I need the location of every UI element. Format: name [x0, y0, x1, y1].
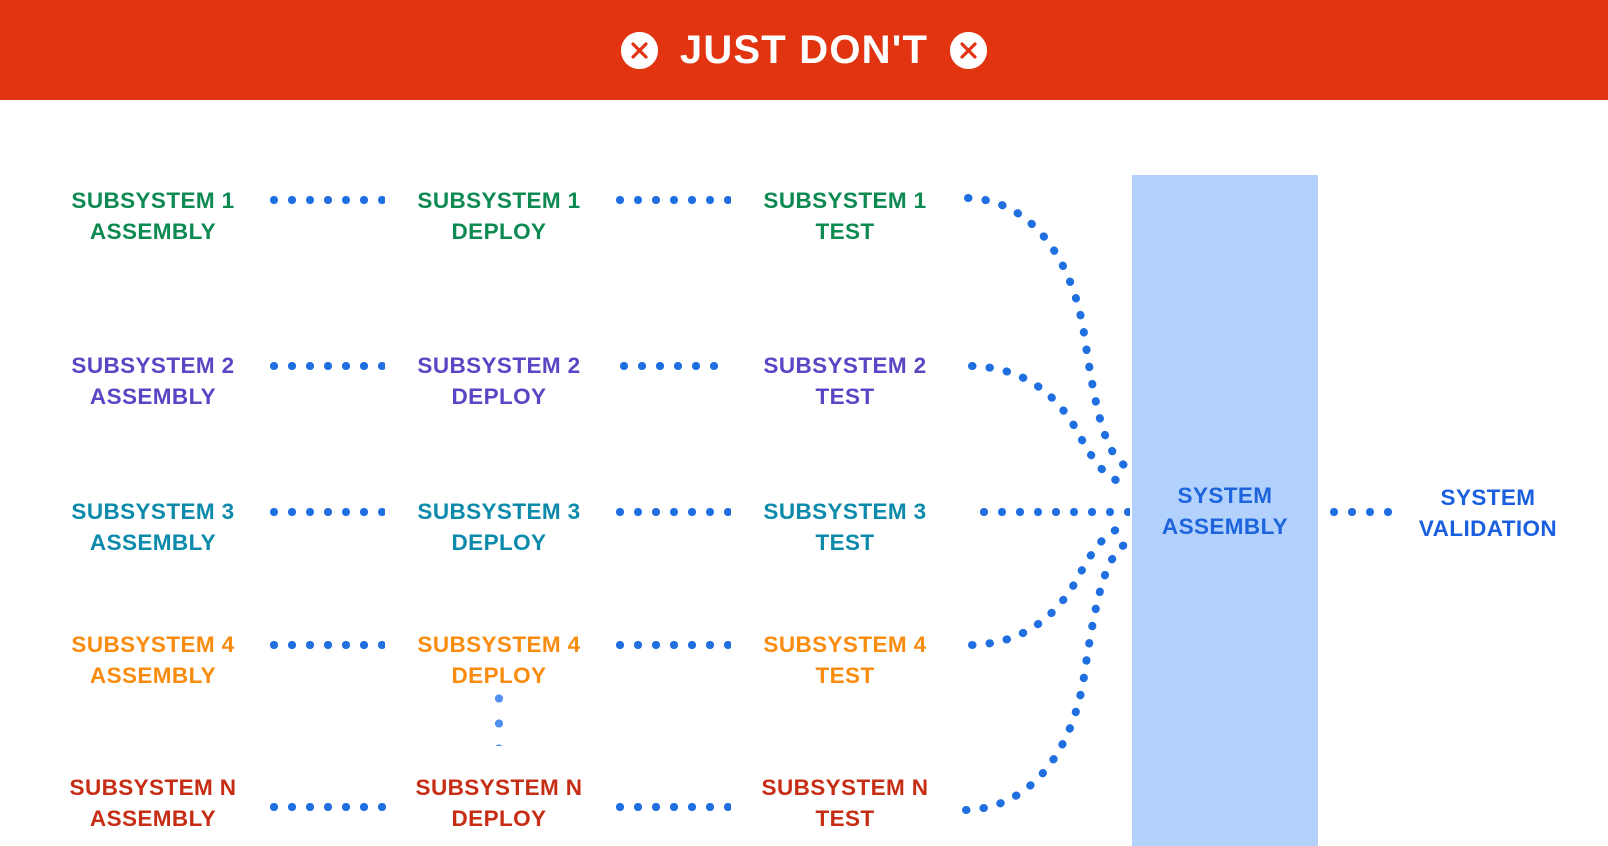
node-subsystem-n-deploy: SUBSYSTEM N DEPLOY — [415, 774, 583, 831]
node-subsystem-1-assembly: SUBSYSTEM 1 ASSEMBLY — [71, 187, 235, 244]
connector-subsystem-1-assembly-to-deploy — [265, 196, 385, 204]
connector-subsystem-3-test-to-system-assembly — [975, 508, 1130, 516]
connector-subsystem-1-deploy-to-test — [611, 196, 731, 204]
vertical-ellipsis-icon — [495, 686, 503, 746]
node-subsystem-4-deploy: SUBSYSTEM 4 DEPLOY — [417, 631, 581, 688]
connector-subsystem-2-assembly-to-deploy — [265, 362, 385, 370]
connector-subsystem-4-deploy-to-test — [611, 641, 731, 649]
node-subsystem-n-assembly: SUBSYSTEM N ASSEMBLY — [69, 774, 237, 831]
connector-subsystem-4-assembly-to-deploy — [265, 641, 385, 649]
node-subsystem-n-test: SUBSYSTEM N TEST — [761, 774, 929, 831]
banner-title: JUST DON'T — [679, 28, 929, 72]
fan-in-connectors — [962, 194, 1134, 814]
node-subsystem-3-assembly: SUBSYSTEM 3 ASSEMBLY — [71, 498, 235, 555]
system-assembly-block: SYSTEM ASSEMBLY — [1132, 175, 1318, 846]
diagram-canvas: SUBSYSTEM 1 ASSEMBLY SUBSYSTEM 1 DEPLOY … — [0, 100, 1608, 846]
node-system-validation: SYSTEM VALIDATION — [1418, 484, 1558, 541]
node-subsystem-1-deploy: SUBSYSTEM 1 DEPLOY — [417, 187, 581, 244]
node-subsystem-2-test: SUBSYSTEM 2 TEST — [763, 352, 927, 409]
node-subsystem-3-deploy: SUBSYSTEM 3 DEPLOY — [417, 498, 581, 555]
system-assembly-label: SYSTEM ASSEMBLY — [1161, 482, 1289, 539]
node-subsystem-1-test: SUBSYSTEM 1 TEST — [763, 187, 927, 244]
node-subsystem-2-assembly: SUBSYSTEM 2 ASSEMBLY — [71, 352, 235, 409]
connector-subsystem-2-deploy-to-test — [615, 362, 727, 370]
connector-subsystem-3-assembly-to-deploy — [265, 508, 385, 516]
x-circle-icon-left — [620, 31, 658, 69]
node-subsystem-2-deploy: SUBSYSTEM 2 DEPLOY — [417, 352, 581, 409]
connector-subsystem-3-deploy-to-test — [611, 508, 731, 516]
x-circle-icon-right — [950, 31, 988, 69]
banner: JUST DON'T — [0, 0, 1608, 100]
connector-subsystem-n-assembly-to-deploy — [265, 803, 393, 811]
connector-subsystem-n-deploy-to-test — [611, 803, 731, 811]
connector-system-assembly-to-validation — [1325, 508, 1400, 516]
node-subsystem-4-assembly: SUBSYSTEM 4 ASSEMBLY — [71, 631, 235, 688]
node-subsystem-4-test: SUBSYSTEM 4 TEST — [763, 631, 927, 688]
node-subsystem-3-test: SUBSYSTEM 3 TEST — [763, 498, 927, 555]
